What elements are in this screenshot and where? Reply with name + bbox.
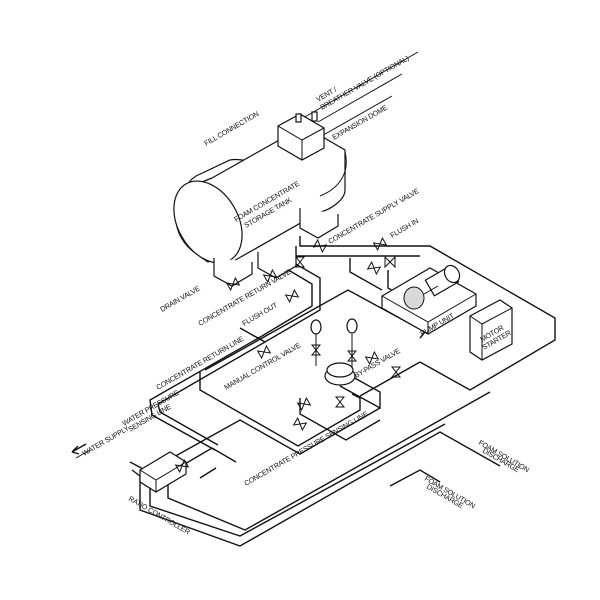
ratio-inlet-valve-symbol [174,458,190,474]
water-supply-arrow-icon [71,443,91,459]
control-loop-valve-symbol [292,416,308,432]
pressure-gauge-left [310,319,322,335]
tank-outlet-valve-symbol [294,256,306,268]
flush-in-label: FLUSH IN [389,216,420,239]
control-loop-valve-symbol-3 [296,396,312,412]
ratio-controller [139,451,187,493]
valve-symbols [174,236,402,474]
flush-in-valve-symbol [372,236,388,252]
expansion-dome-label: EXPANSION DOME [331,103,390,142]
motor-starter [469,299,513,361]
pressure-gauge-right [346,318,358,334]
ratio-controller-label: RATIO CONTROLLER [127,494,192,536]
expansion-dome [277,111,325,161]
vent-breather-label-line2: BREATHER VALVE (OPTIONAL) [319,54,411,112]
bypass-valve-symbol [364,350,380,366]
control-loop-valve-symbol-2 [334,396,346,408]
pump-inlet-valve-symbol [366,260,382,276]
strainer-valve-symbol [384,255,396,269]
bypass-valve-label: BY-PASS VALVE [353,346,402,380]
return-line-valve-symbol [256,344,272,360]
return-valve-symbol [262,268,278,284]
drain-valve-symbol [225,276,241,292]
pump-unit [381,264,477,335]
manual-valve-symbol-b [346,350,358,362]
flush-out-valve-symbol [284,288,300,304]
water-supply-label: WATER SUPPLY [81,423,131,457]
bypass-return-valve-symbol [390,366,402,378]
manual-valve-symbol-a [310,344,322,356]
fill-connection-label: FILL CONNECTION [203,109,261,148]
drain-valve-label: DRAIN VALVE [159,284,202,314]
flush-out-label: FLUSH OUT [241,300,280,328]
manual-control-valve-body [324,362,356,386]
supply-valve-symbol [312,238,328,254]
